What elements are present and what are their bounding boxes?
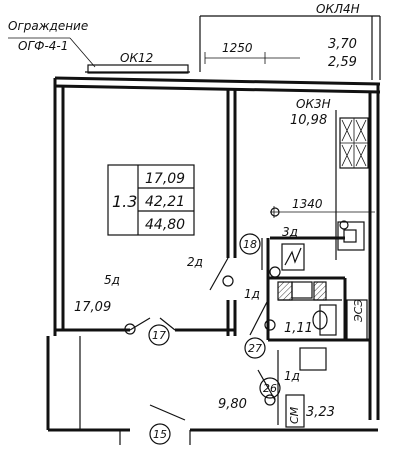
door-1d-label-b: 1д xyxy=(284,369,300,383)
door-3d-label: 3д xyxy=(282,225,298,239)
marker-26: 26 xyxy=(263,382,277,395)
apartment-info-box xyxy=(107,164,195,236)
partition-living-kitchen xyxy=(226,90,237,336)
bath-area: 1,11 xyxy=(284,321,313,336)
balcony-area-b: 2,59 xyxy=(328,55,357,70)
hall-area: 9,80 xyxy=(218,397,247,412)
apartment-area-useful: 42,21 xyxy=(145,194,185,210)
section-marks xyxy=(124,207,349,406)
sm-label: СМ xyxy=(288,406,301,424)
door-2d-label: 2д xyxy=(187,255,203,269)
wc-area xyxy=(277,347,327,428)
railing-code: ОГФ-4-1 xyxy=(18,39,68,53)
marker-circles xyxy=(148,233,281,445)
apartment-area-total: 44,80 xyxy=(145,217,185,233)
door-1d-label-a: 1д xyxy=(244,287,260,301)
dimension-1250 xyxy=(204,52,300,64)
door-5d-label: 5д xyxy=(104,273,120,287)
wc-area-label: 3,23 xyxy=(306,405,335,420)
ezs-label: ЭСЭ xyxy=(352,299,365,323)
kitchen-area: 10,98 xyxy=(290,113,327,128)
electrical-panel-icon xyxy=(281,243,305,271)
window-ok12-label: ОК12 xyxy=(120,51,153,65)
marker-27: 27 xyxy=(248,342,262,355)
dimension-1340-label: 1340 xyxy=(292,197,323,211)
apartment-code: 1.3 xyxy=(112,192,137,211)
living-area: 17,09 xyxy=(74,300,111,315)
marker-17: 17 xyxy=(152,329,166,342)
sink-icon xyxy=(337,221,365,251)
marker-15: 15 xyxy=(153,428,167,441)
toilet-icon xyxy=(312,304,337,336)
ezs-box xyxy=(346,299,368,341)
hall-walls xyxy=(46,336,378,445)
balcony-area-a: 3,70 xyxy=(328,37,357,52)
balcony-outline xyxy=(199,15,381,80)
window-okl4n-label: ОКЛ4Н xyxy=(316,2,360,16)
marker-18: 18 xyxy=(243,238,257,251)
top-wall xyxy=(54,64,381,94)
railing-title: Ограждение xyxy=(8,19,88,33)
dimension-1250-label: 1250 xyxy=(222,41,253,55)
window-ok3n-label: ОК3Н xyxy=(296,97,331,111)
utility-block xyxy=(277,281,342,301)
apartment-area-living: 17,09 xyxy=(145,171,185,187)
railing-leader xyxy=(8,37,96,68)
right-wall xyxy=(368,84,380,420)
stove-icon xyxy=(339,117,369,169)
left-wall xyxy=(53,78,65,336)
